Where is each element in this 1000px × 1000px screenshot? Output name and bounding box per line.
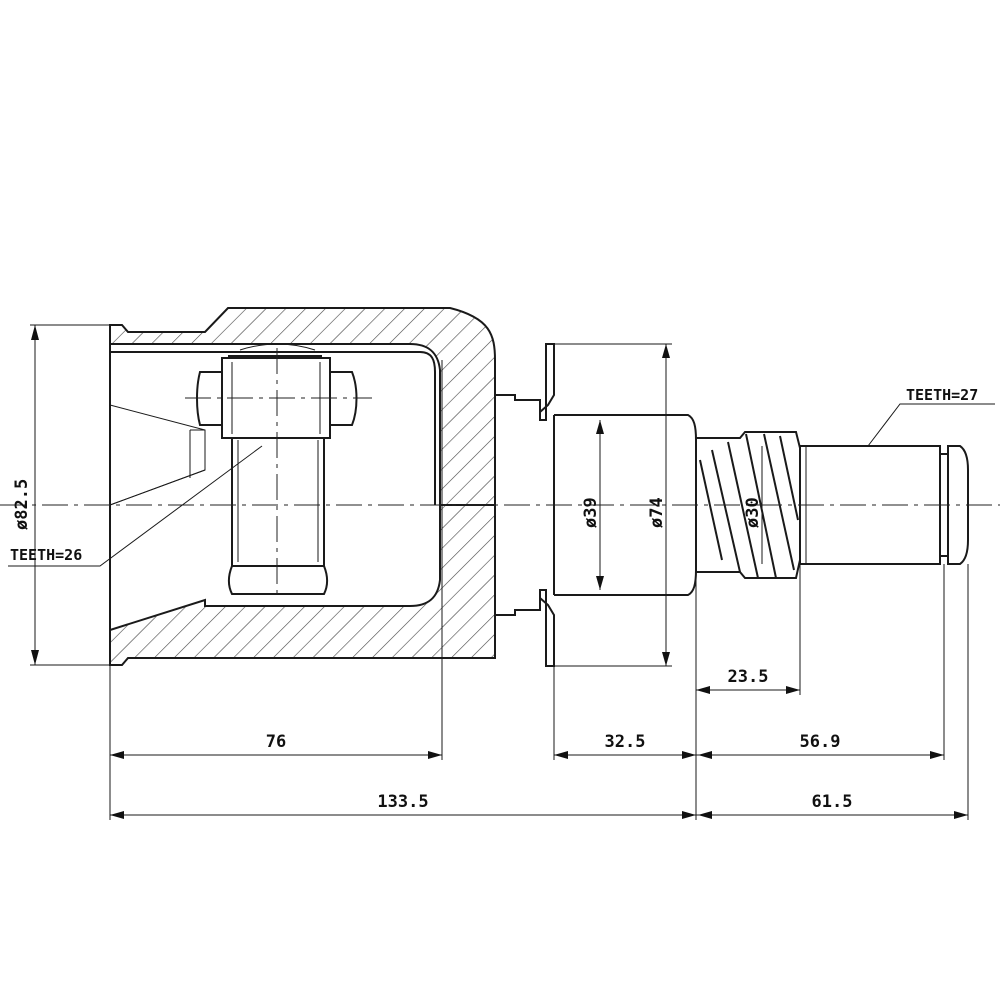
dim-flange-diameter: ø74 — [647, 497, 667, 528]
dim-overall-stub: 61.5 — [812, 792, 853, 812]
housing-upper-wall — [109, 307, 496, 506]
housing-inner-taper-upper — [109, 404, 206, 506]
dim-flange-to-spline: 32.5 — [605, 732, 646, 752]
dim-housing-length: 76 — [266, 732, 286, 752]
dim-housing-diameter: ø82.5 — [12, 479, 32, 530]
dimension-lines — [8, 324, 995, 820]
dim-stub-length: 56.9 — [800, 732, 841, 752]
housing-inner-bore — [110, 351, 436, 505]
neck — [495, 394, 541, 616]
dim-overall-body: 133.5 — [377, 792, 428, 812]
roller-crown — [239, 343, 316, 351]
dim-spline-diameter: ø30 — [743, 497, 763, 528]
flange-lower — [539, 589, 555, 667]
housing-inner-taper-lower — [109, 469, 206, 506]
spline-teeth — [699, 433, 799, 579]
label-teeth-left: TEETH=26 — [10, 546, 82, 564]
dim-shaft-diameter: ø39 — [581, 497, 601, 528]
label-teeth-right: TEETH=27 — [906, 386, 978, 404]
housing — [109, 307, 496, 666]
dim-spline-length: 23.5 — [728, 667, 769, 687]
tripod-trunnion-end — [228, 565, 328, 595]
tripod-trunnion — [231, 437, 325, 567]
tripod-roller — [196, 343, 358, 595]
flange — [539, 343, 555, 421]
housing-lower-wall — [109, 504, 496, 666]
